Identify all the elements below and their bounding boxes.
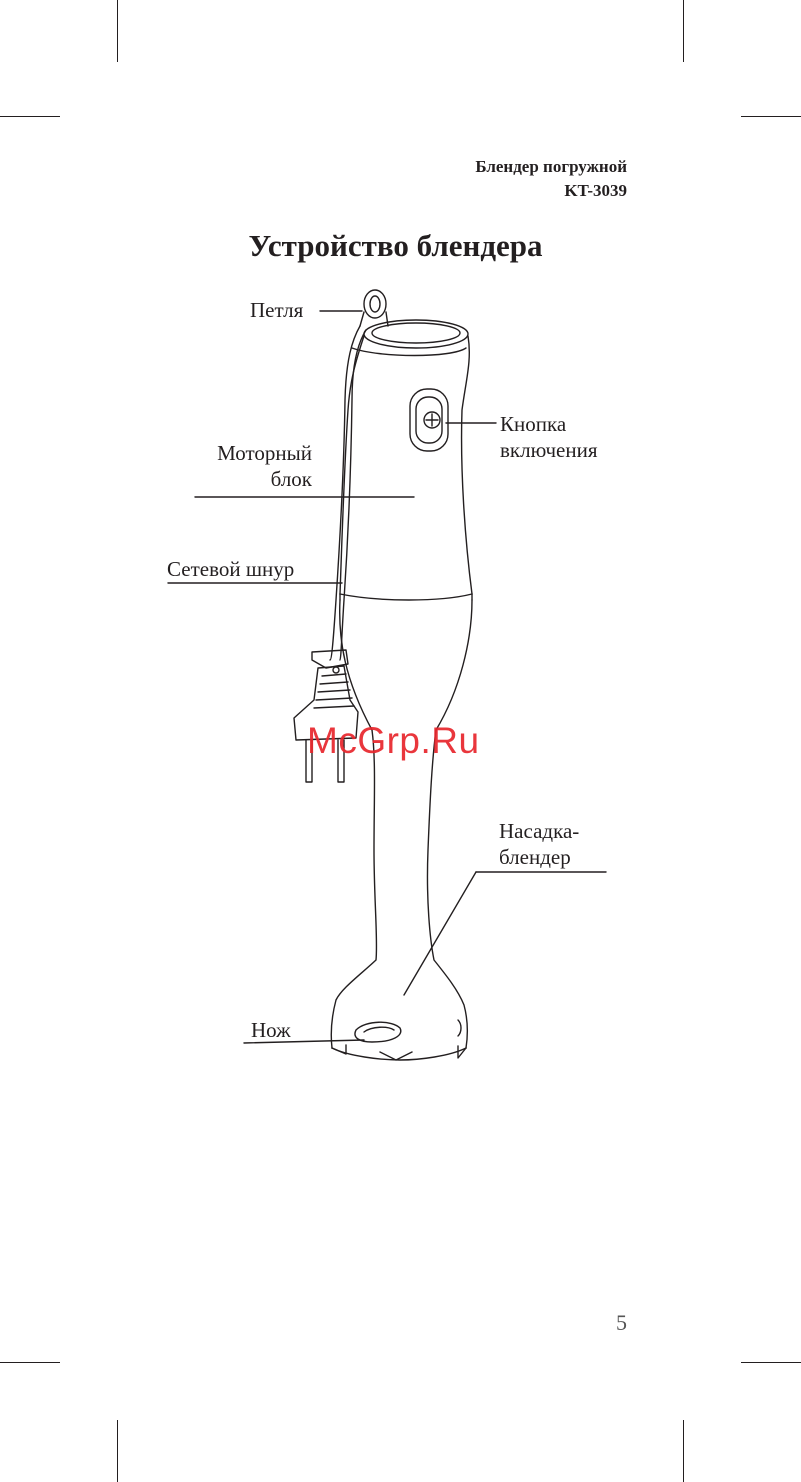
plug-drawing <box>294 650 358 782</box>
label-motor-unit-line1: Моторный <box>200 440 312 466</box>
label-motor-unit-line2: блок <box>200 466 312 492</box>
label-knife: Нож <box>251 1017 291 1043</box>
page-number: 5 <box>616 1310 627 1336</box>
loop-drawing <box>360 290 388 326</box>
label-blender-attachment-line1: Насадка- <box>499 818 579 844</box>
label-motor-unit: Моторный блок <box>200 440 312 492</box>
motor-unit-drawing <box>340 320 472 600</box>
cord-drawing <box>330 326 366 660</box>
watermark: McGrp.Ru <box>307 720 480 762</box>
label-power-button-line2: включения <box>500 437 598 463</box>
attachment-drawing <box>331 730 467 1060</box>
power-button-drawing <box>410 389 448 451</box>
label-power-cord: Сетевой шнур <box>167 556 294 582</box>
label-loop: Петля <box>250 297 303 323</box>
housing-lower-drawing <box>340 600 472 730</box>
label-power-button-line1: Кнопка <box>500 411 598 437</box>
label-blender-attachment-line2: блендер <box>499 844 579 870</box>
label-power-button: Кнопка включения <box>500 411 598 463</box>
label-blender-attachment: Насадка- блендер <box>499 818 579 870</box>
